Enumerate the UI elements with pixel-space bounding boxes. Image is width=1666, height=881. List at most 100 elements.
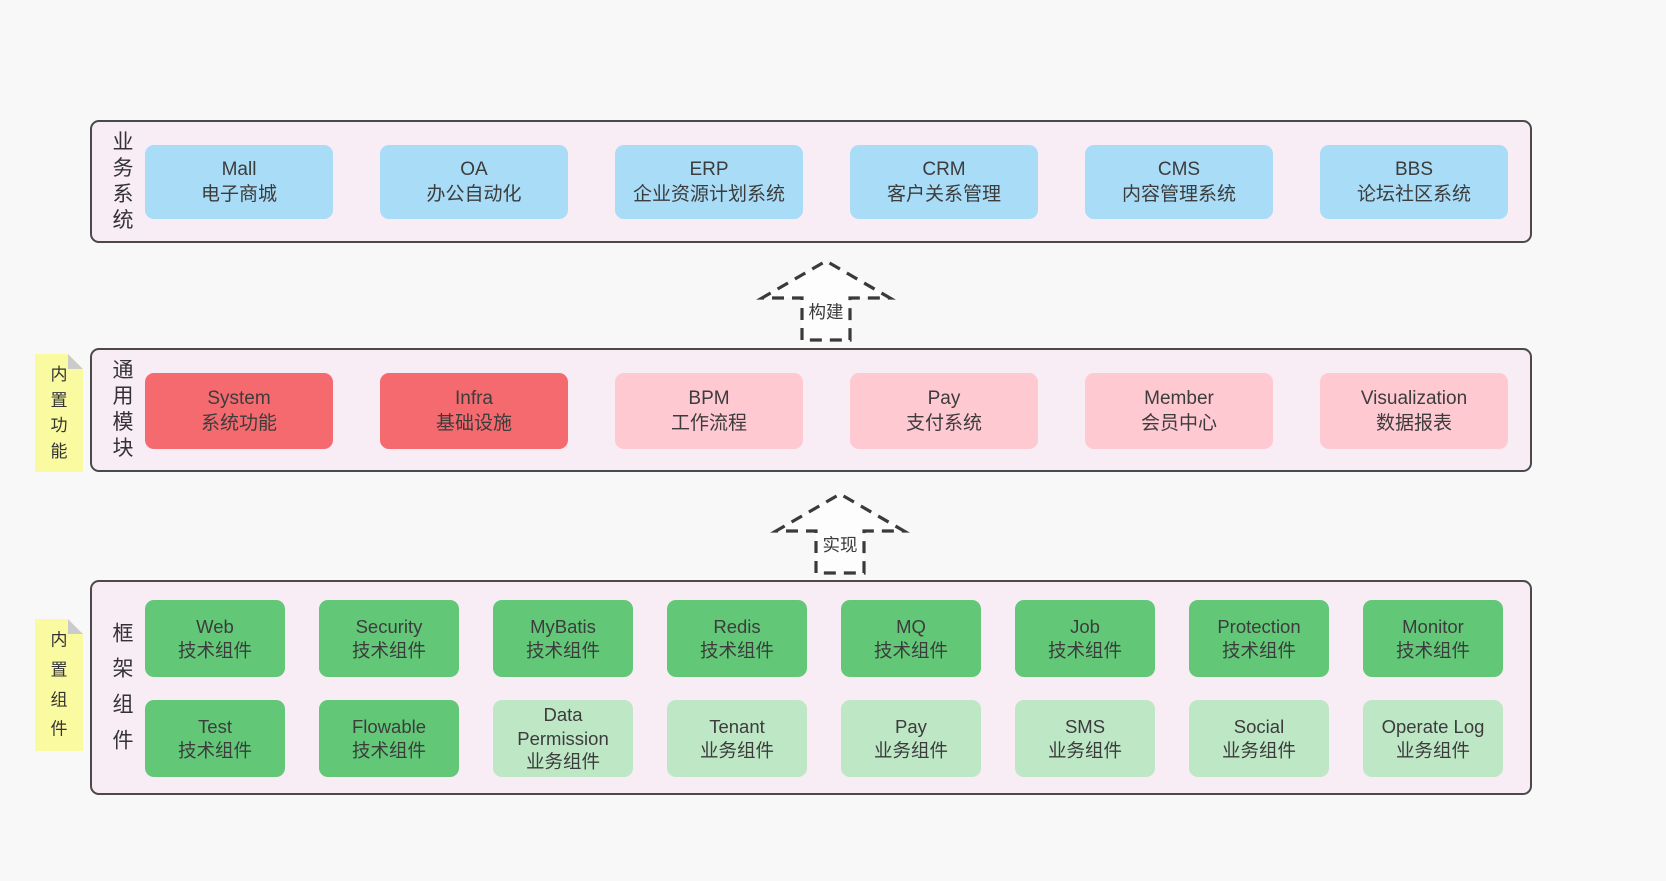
note-builtin-components: 内置组件 <box>35 619 83 751</box>
common-modules-row: System 系统功能 Infra 基础设施 BPM 工作流程 Pay 支付系统… <box>145 373 1508 449</box>
framework-row-2: Test 技术组件 Flowable 技术组件 Data Permission … <box>145 700 1503 777</box>
box-member: Member 会员中心 <box>1085 373 1273 449</box>
box-test: Test 技术组件 <box>145 700 285 777</box>
box-pay-module: Pay 支付系统 <box>850 373 1038 449</box>
box-title: Pay <box>927 387 961 409</box>
box-subtitle: 技术组件 <box>1221 639 1296 661</box>
box-title: BBS <box>1394 158 1434 180</box>
build-arrow-label: 构建 <box>806 299 846 324</box>
box-subtitle: 内容管理系统 <box>1121 184 1236 205</box>
box-title: Mall <box>221 158 257 180</box>
box-infra: Infra 基础设施 <box>380 373 568 449</box>
box-subtitle: 技术组件 <box>351 639 426 661</box>
box-mybatis: MyBatis 技术组件 <box>493 600 633 677</box>
box-title: CRM <box>922 158 966 180</box>
box-protection: Protection 技术组件 <box>1189 600 1329 677</box>
box-subtitle: 企业资源计划系统 <box>632 184 785 205</box>
box-flowable: Flowable 技术组件 <box>319 700 459 777</box>
box-title: Flowable <box>351 715 427 737</box>
box-title: ERP <box>689 158 729 180</box>
build-arrow: 构建 <box>756 256 896 342</box>
box-title: OA <box>460 158 488 180</box>
box-title: Protection <box>1217 615 1301 637</box>
box-subtitle: 会员中心 <box>1140 413 1217 434</box>
box-title: MQ <box>896 615 926 637</box>
implement-arrow-label: 实现 <box>820 532 860 557</box>
box-subtitle: 支付系统 <box>905 413 982 434</box>
box-title: BPM <box>688 387 730 409</box>
box-subtitle: 技术组件 <box>1047 639 1122 661</box>
box-subtitle: 基础设施 <box>435 413 512 434</box>
box-monitor: Monitor 技术组件 <box>1363 600 1503 677</box>
box-title: MyBatis <box>530 615 596 637</box>
box-visualization: Visualization 数据报表 <box>1320 373 1508 449</box>
box-title: SMS <box>1064 715 1106 737</box>
box-title: Visualization <box>1360 387 1468 409</box>
box-cms: CMS 内容管理系统 <box>1085 145 1273 219</box>
common-modules-label: 通用模块 <box>112 358 134 461</box>
box-subtitle: 业务组件 <box>1221 739 1296 761</box>
box-data-permission: Data Permission 业务组件 <box>493 700 633 777</box>
box-subtitle: 业务组件 <box>1395 739 1470 761</box>
folded-corner-icon <box>68 354 83 369</box>
box-subtitle: 业务组件 <box>873 739 948 761</box>
box-title: Security <box>355 615 423 637</box>
box-title: Data Permission <box>517 703 609 749</box>
box-job: Job 技术组件 <box>1015 600 1155 677</box>
box-subtitle: 业务组件 <box>525 751 600 773</box>
note-text: 内置功能 <box>50 365 68 461</box>
box-mall: Mall 电子商城 <box>145 145 333 219</box>
box-subtitle: 技术组件 <box>177 739 252 761</box>
box-subtitle: 技术组件 <box>177 639 252 661</box>
box-subtitle: 技术组件 <box>525 639 600 661</box>
box-crm: CRM 客户关系管理 <box>850 145 1038 219</box>
business-systems-label: 业务系统 <box>112 130 134 232</box>
note-text: 内置组件 <box>50 630 68 739</box>
box-redis: Redis 技术组件 <box>667 600 807 677</box>
box-mq: MQ 技术组件 <box>841 600 981 677</box>
box-bbs: BBS 论坛社区系统 <box>1320 145 1508 219</box>
box-subtitle: 业务组件 <box>1047 739 1122 761</box>
box-title: Web <box>196 615 234 637</box>
box-title: System <box>207 387 271 409</box>
box-title: Tenant <box>709 715 765 737</box>
box-operate-log: Operate Log 业务组件 <box>1363 700 1503 777</box>
box-social: Social 业务组件 <box>1189 700 1329 777</box>
box-web: Web 技术组件 <box>145 600 285 677</box>
box-title: Test <box>198 715 232 737</box>
box-pay-component: Pay 业务组件 <box>841 700 981 777</box>
box-tenant: Tenant 业务组件 <box>667 700 807 777</box>
box-title: Job <box>1070 615 1100 637</box>
common-modules-container: 通用模块 System 系统功能 Infra 基础设施 BPM 工作流程 Pay… <box>90 348 1532 472</box>
box-oa: OA 办公自动化 <box>380 145 568 219</box>
box-title: Social <box>1233 715 1285 737</box>
box-system: System 系统功能 <box>145 373 333 449</box>
framework-row-1: Web 技术组件 Security 技术组件 MyBatis 技术组件 Redi… <box>145 600 1503 677</box>
implement-arrow: 实现 <box>770 489 910 575</box>
box-sms: SMS 业务组件 <box>1015 700 1155 777</box>
framework-components-label: 框架组件 <box>112 622 134 753</box>
folded-corner-icon <box>68 619 83 634</box>
business-systems-row: Mall 电子商城 OA 办公自动化 ERP 企业资源计划系统 CRM 客户关系… <box>145 145 1508 219</box>
box-subtitle: 技术组件 <box>873 639 948 661</box>
box-title: CMS <box>1157 158 1201 180</box>
box-subtitle: 工作流程 <box>670 413 747 434</box>
box-subtitle: 业务组件 <box>699 739 774 761</box>
box-title: Redis <box>713 615 761 637</box>
framework-components-container: 框架组件 Web 技术组件 Security 技术组件 MyBatis 技术组件… <box>90 580 1532 795</box>
box-title: Pay <box>895 715 927 737</box>
box-subtitle: 技术组件 <box>1395 639 1470 661</box>
box-title: Monitor <box>1402 615 1464 637</box>
business-systems-container: 业务系统 Mall 电子商城 OA 办公自动化 ERP 企业资源计划系统 CRM… <box>90 120 1532 243</box>
box-title: Member <box>1144 387 1214 409</box>
box-erp: ERP 企业资源计划系统 <box>615 145 803 219</box>
note-builtin-features: 内置功能 <box>35 354 83 472</box>
box-subtitle: 电子商城 <box>200 184 277 205</box>
box-subtitle: 论坛社区系统 <box>1356 184 1471 205</box>
box-title: Infra <box>454 387 494 409</box>
box-title: Operate Log <box>1381 715 1485 737</box>
box-subtitle: 技术组件 <box>699 639 774 661</box>
box-security: Security 技术组件 <box>319 600 459 677</box>
box-subtitle: 客户关系管理 <box>886 184 1001 205</box>
box-subtitle: 技术组件 <box>351 739 426 761</box>
